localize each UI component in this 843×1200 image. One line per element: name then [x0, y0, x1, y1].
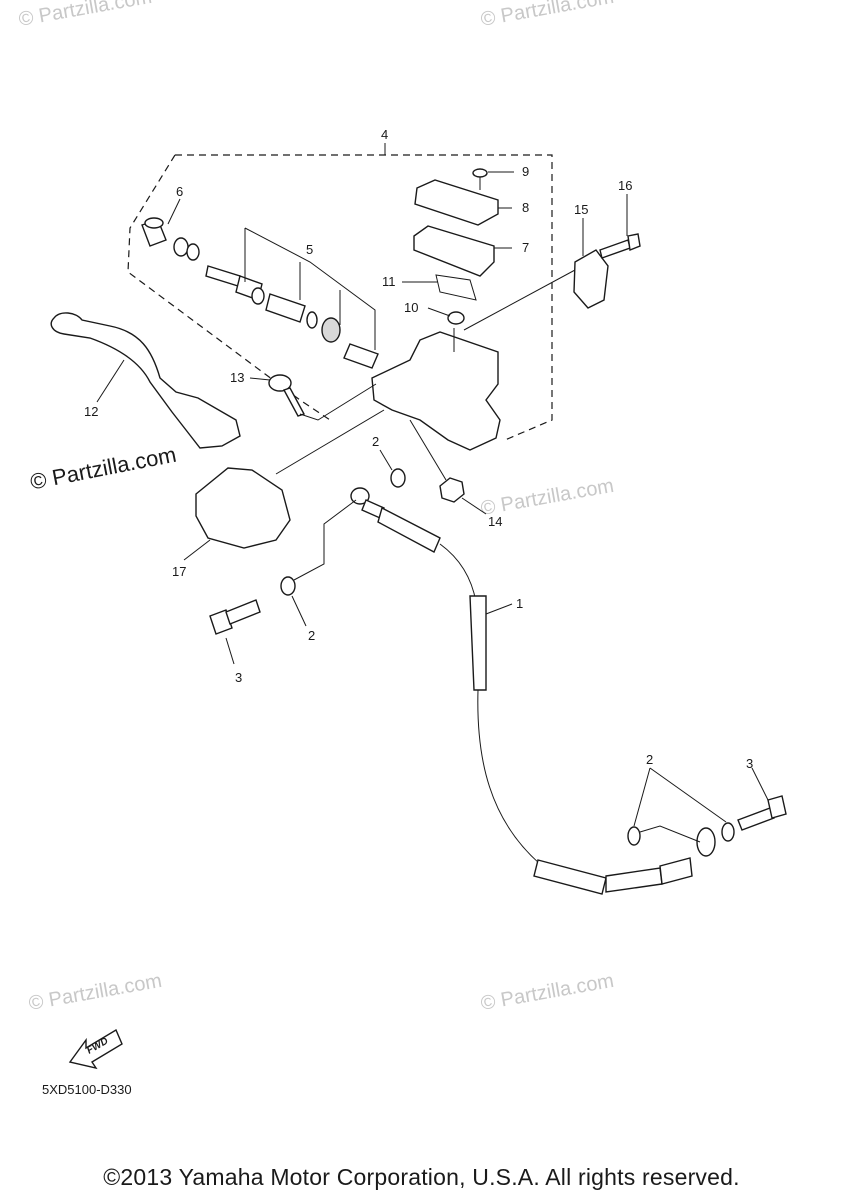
leader-3 — [225, 637, 235, 665]
watermark: © Partzilla.com — [479, 0, 616, 31]
watermark: © Partzilla.com — [17, 0, 154, 31]
callout-3: 3 — [235, 670, 242, 685]
leader-2 — [291, 595, 307, 627]
washer-to-hose — [293, 499, 357, 581]
part-12-lever — [50, 312, 241, 449]
callout-12: 12 — [84, 404, 98, 419]
part-15-clamp — [573, 249, 609, 309]
callout-15: 15 — [574, 202, 588, 217]
callout-8: 8 — [522, 200, 529, 215]
callout-9: 9 — [522, 164, 529, 179]
part-5-piston-kit — [205, 265, 379, 369]
callout-17: 17 — [172, 564, 186, 579]
leader-2 — [633, 767, 727, 827]
part-3-banjo-bolt — [737, 795, 787, 831]
part-2-washer — [627, 826, 641, 846]
part-1-hose — [350, 487, 716, 895]
part-7-diaphragm — [413, 225, 495, 277]
leader-13-to-body — [299, 383, 377, 421]
watermark: © Partzilla.com — [27, 970, 164, 1015]
callout-4: 4 — [381, 127, 388, 142]
callout-11: 11 — [382, 274, 396, 289]
nut-to-body — [409, 419, 447, 481]
callout-14: 14 — [488, 514, 502, 529]
callout-3: 3 — [746, 756, 753, 771]
part-6-cap — [141, 217, 200, 261]
callout-2: 2 — [372, 434, 379, 449]
part-13-pivot-bolt — [268, 374, 306, 417]
part-11-plate — [435, 274, 477, 301]
watermark: © Partzilla.com — [479, 970, 616, 1015]
callout-2: 2 — [308, 628, 315, 643]
callout-5: 5 — [306, 242, 313, 257]
part-14-nut — [439, 477, 465, 503]
leader-6 — [167, 198, 181, 225]
assembly-box-outline — [127, 154, 553, 441]
leader-1 — [485, 603, 513, 615]
callout-2: 2 — [646, 752, 653, 767]
leader-2 — [379, 449, 393, 471]
part-2-washer — [390, 468, 406, 488]
callout-13: 13 — [230, 370, 244, 385]
part-9-screw — [472, 168, 488, 190]
part-8-reservoir-cover — [414, 179, 499, 226]
callout-16: 16 — [618, 178, 632, 193]
diagram-code: 5XD5100-D330 — [42, 1082, 132, 1097]
part-10-grommet — [447, 311, 465, 325]
callout-1: 1 — [516, 596, 523, 611]
part-16-bolt — [599, 233, 641, 259]
leader-5 — [244, 227, 376, 350]
callout-10: 10 — [404, 300, 418, 315]
callout-6: 6 — [176, 184, 183, 199]
part-3-banjo-bolt — [209, 599, 261, 635]
callout-7: 7 — [522, 240, 529, 255]
leader-13 — [249, 377, 271, 381]
part-17-holder — [195, 467, 291, 549]
part-2-washer — [721, 822, 735, 842]
leader-10 — [427, 307, 451, 317]
part-2-washer — [280, 576, 296, 596]
leader-17 — [183, 539, 211, 561]
body-leader — [463, 269, 576, 331]
leader-3 — [751, 767, 769, 801]
fwd-arrow-icon: FWD — [68, 1028, 123, 1070]
holder-to-body — [275, 409, 385, 475]
master-cylinder-body — [371, 331, 501, 451]
leader-14 — [461, 497, 487, 515]
washer-to-fitting — [639, 825, 701, 843]
copyright-notice: ©2013 Yamaha Motor Corporation, U.S.A. A… — [103, 1164, 740, 1190]
leader-12 — [96, 359, 125, 403]
